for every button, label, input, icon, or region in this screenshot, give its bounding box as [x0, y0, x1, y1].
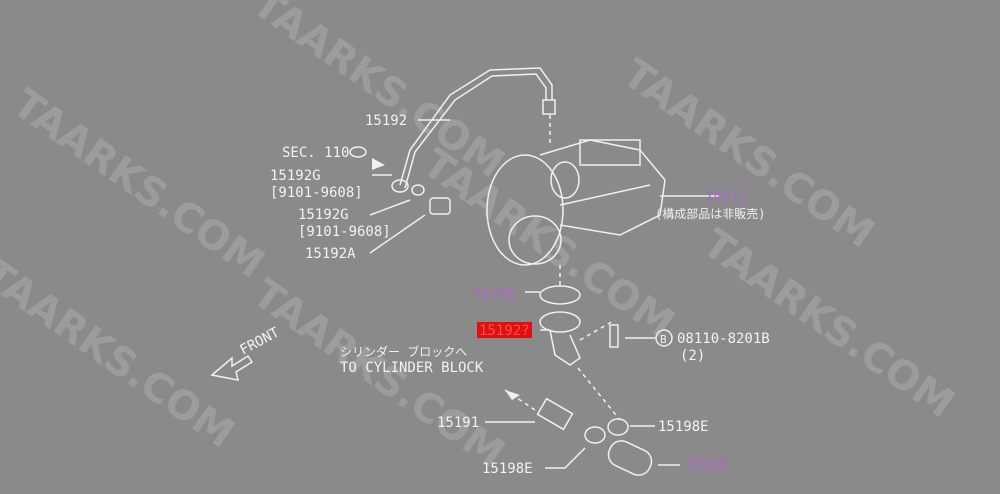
gaskets-and-return [525, 265, 673, 421]
watermark: TAARKS.COM [0, 251, 242, 458]
label-14411[interactable]: 14411 [705, 189, 747, 205]
small-bolts [349, 119, 451, 254]
label-turbo-note: (構成部品は非販売) [655, 206, 765, 221]
label-15196[interactable]: 15196 [473, 286, 515, 302]
label-15191[interactable]: 15191 [437, 415, 479, 431]
b-mark: B [660, 333, 667, 346]
label-15192[interactable]: 15192 [365, 113, 407, 129]
oil-feed-pipe [391, 67, 556, 193]
label-15198e-1[interactable]: 15198E [658, 419, 709, 435]
label-15199[interactable]: 15199 [685, 457, 727, 473]
turbocharger [486, 139, 720, 266]
watermark: TAARKS.COM [694, 221, 962, 428]
label-to-block-jp: シリンダー ブロックへ [340, 344, 467, 359]
highlight-box [477, 322, 532, 338]
watermarks: TAARKS.COM TAARKS.COM TAARKS.COM TAARKS.… [0, 0, 962, 477]
label-15192g-1[interactable]: 15192G [270, 168, 321, 184]
label-08110-8201b[interactable]: 08110-8201B [677, 331, 770, 347]
watermark: TAARKS.COM [414, 141, 682, 348]
label-sec-110[interactable]: SEC. 110 [282, 145, 349, 161]
label-15192a[interactable]: 15192A [305, 246, 356, 262]
label-qty: (2) [680, 348, 705, 364]
label-15198e-2[interactable]: 15198E [482, 461, 533, 477]
label-oil-return[interactable]: 15192? [479, 323, 530, 339]
watermark: TAARKS.COM [4, 81, 272, 288]
watermark: TAARKS.COM [614, 51, 882, 258]
label-15192g-2[interactable]: 15192G [298, 207, 349, 223]
label-range-2: [9101-9608] [298, 224, 391, 240]
label-range-1: [9101-9608] [270, 185, 363, 201]
label-front: FRONT [237, 324, 282, 358]
direction-arrows [210, 354, 520, 400]
label-to-block: TO CYLINDER BLOCK [340, 360, 484, 376]
lower-parts [485, 389, 680, 476]
